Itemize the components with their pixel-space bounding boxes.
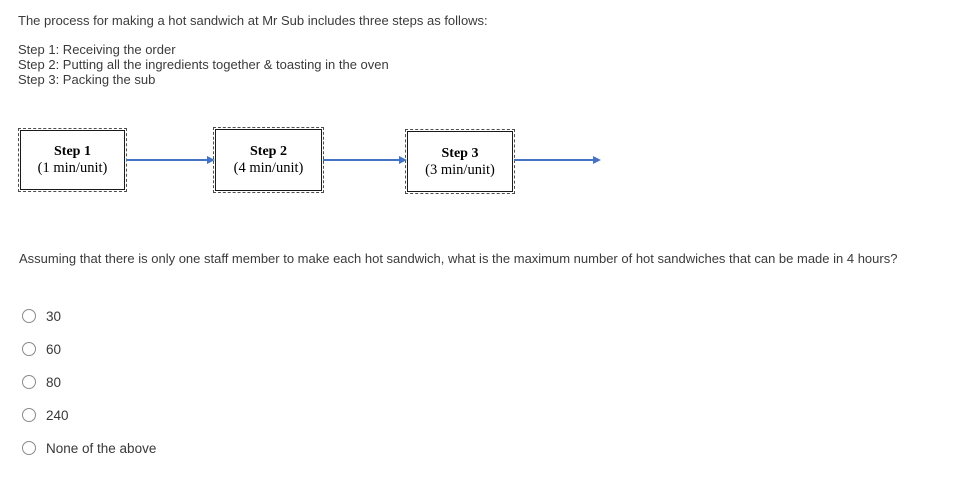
answer-option-label[interactable]: 30 bbox=[46, 308, 62, 324]
process-step-line-2: Step 2: Putting all the ingredients toge… bbox=[18, 57, 389, 72]
step-box-title: Step 1 bbox=[54, 144, 91, 159]
question-text: Assuming that there is only one staff me… bbox=[19, 251, 898, 266]
radio-button-icon[interactable] bbox=[22, 441, 36, 455]
process-step-box-2: Step 2 (4 min/unit) bbox=[213, 127, 324, 193]
flow-arrow-icon bbox=[323, 155, 407, 164]
radio-button-icon[interactable] bbox=[22, 408, 36, 422]
answer-option-60[interactable]: 60 bbox=[22, 339, 156, 359]
process-steps-list: Step 1: Receiving the order Step 2: Putt… bbox=[18, 42, 389, 87]
answer-option-none-of-the-above[interactable]: None of the above bbox=[22, 438, 156, 458]
answer-option-label[interactable]: 60 bbox=[46, 341, 62, 357]
answer-option-80[interactable]: 80 bbox=[22, 372, 156, 392]
flow-arrow-icon bbox=[126, 155, 215, 164]
answer-option-label[interactable]: None of the above bbox=[46, 440, 157, 456]
answer-option-label[interactable]: 240 bbox=[46, 407, 69, 423]
process-step-line-3: Step 3: Packing the sub bbox=[18, 72, 156, 87]
radio-button-icon[interactable] bbox=[22, 342, 36, 356]
answer-options-list: 30 60 80 240 None of the above bbox=[22, 306, 156, 471]
step-box-title: Step 2 bbox=[250, 144, 287, 159]
answer-option-30[interactable]: 30 bbox=[22, 306, 156, 326]
flow-arrow-icon bbox=[514, 155, 601, 164]
process-step-line-1: Step 1: Receiving the order bbox=[18, 42, 176, 57]
process-description: The process for making a hot sandwich at… bbox=[18, 13, 488, 28]
process-step-box-1: Step 1 (1 min/unit) bbox=[18, 128, 127, 192]
answer-option-240[interactable]: 240 bbox=[22, 405, 156, 425]
process-step-box-3: Step 3 (3 min/unit) bbox=[405, 129, 515, 194]
radio-button-icon[interactable] bbox=[22, 375, 36, 389]
answer-option-label[interactable]: 80 bbox=[46, 374, 62, 390]
step-box-rate: (1 min/unit) bbox=[37, 160, 108, 176]
step-box-rate: (3 min/unit) bbox=[425, 161, 495, 178]
radio-button-icon[interactable] bbox=[22, 309, 36, 323]
step-box-title: Step 3 bbox=[441, 145, 479, 161]
step-box-rate: (4 min/unit) bbox=[233, 160, 304, 176]
